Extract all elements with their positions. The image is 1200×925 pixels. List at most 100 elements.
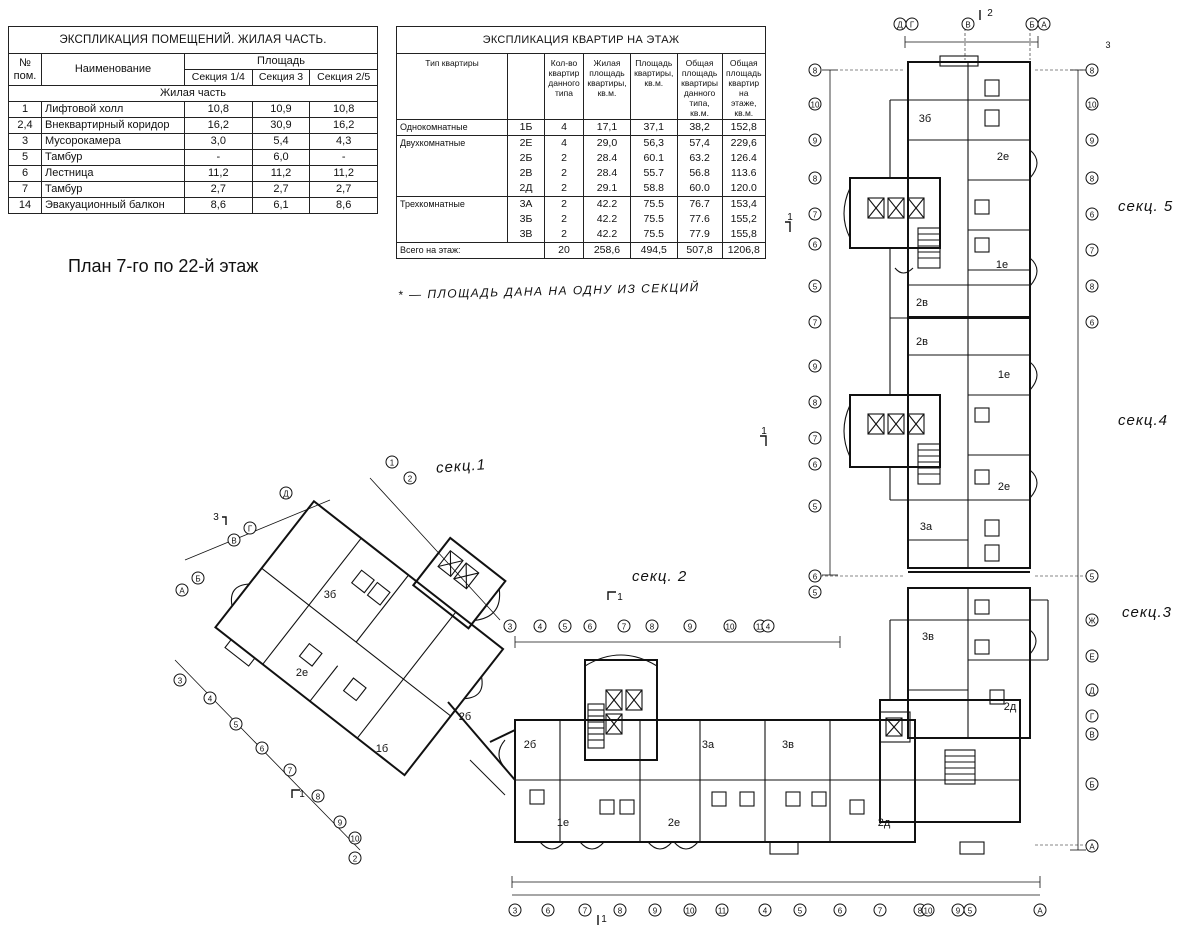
axis-label-top: А bbox=[1041, 21, 1047, 30]
axis-bubble bbox=[961, 17, 975, 31]
room-number: 14 bbox=[8, 197, 42, 214]
total-area: 494,5 bbox=[629, 242, 678, 259]
apartment-area: 75.5 bbox=[629, 196, 678, 212]
apartment-type-tag: 3б bbox=[919, 113, 931, 125]
axis-label-top: Д bbox=[897, 21, 903, 30]
axis-bubble bbox=[583, 619, 597, 633]
apartment-type-tag: 2д bbox=[1004, 701, 1017, 713]
axis-bubble bbox=[311, 789, 325, 803]
axis-label-bottom: 8 bbox=[918, 907, 923, 916]
axis-label-right: А bbox=[1089, 843, 1095, 852]
room-name: Лифтовой холл bbox=[41, 101, 185, 118]
axis-label-left: 9 bbox=[813, 363, 818, 372]
axis-label-left: 7 bbox=[813, 435, 818, 444]
axis-label-section-1: 1 bbox=[390, 459, 395, 468]
axis-bubble bbox=[541, 903, 555, 917]
axis-label-left: 5 bbox=[813, 283, 818, 292]
apartment-living-area: 29.1 bbox=[583, 181, 631, 197]
cut-mark-label: 1 bbox=[601, 914, 607, 925]
axis-bubble bbox=[808, 395, 822, 409]
axis-bubble bbox=[683, 903, 697, 917]
axis-bubble bbox=[1085, 243, 1099, 257]
axis-label-bottom: 6 bbox=[838, 907, 843, 916]
axis-label-section-2: 11 bbox=[756, 623, 765, 632]
total-count: 20 bbox=[543, 242, 585, 259]
apartment-living-area: 28.4 bbox=[583, 151, 631, 166]
axis-bubble bbox=[833, 903, 847, 917]
axis-label-right: 8 bbox=[1090, 283, 1095, 292]
axis-bubble bbox=[191, 571, 205, 585]
axis-label-right: 7 bbox=[1090, 247, 1095, 256]
axis-bubble bbox=[1085, 683, 1099, 697]
apartment-floor-total-area: 120.0 bbox=[721, 181, 767, 197]
section-2-plan bbox=[498, 654, 1021, 855]
col-area: Площадь bbox=[184, 53, 378, 70]
axis-label-bottom: 10 bbox=[924, 907, 933, 916]
axis-label-right: 8 bbox=[1090, 175, 1095, 184]
apartment-floor-total-area: 155,8 bbox=[721, 227, 767, 243]
axis-label-right: 5 bbox=[1090, 573, 1095, 582]
room-area-section-1-4: 8,6 bbox=[184, 197, 253, 214]
axis-bubble bbox=[1085, 777, 1099, 791]
cut-mark-label: 1 bbox=[761, 426, 767, 437]
axis-label-top: В bbox=[965, 21, 970, 30]
axis-bubble bbox=[808, 97, 822, 111]
col-living-area: Жилая площадь квартиры, кв.м. bbox=[583, 53, 631, 120]
room-area-section-2-5: 8,6 bbox=[309, 197, 378, 214]
axis-bubble bbox=[243, 521, 257, 535]
axis-label-top: Б bbox=[1029, 21, 1034, 30]
axis-label-section-1: 2 bbox=[408, 475, 413, 484]
axis-label-section-2: 4 bbox=[538, 623, 543, 632]
axis-label-left: 10 bbox=[811, 101, 820, 110]
axis-bubble bbox=[808, 569, 822, 583]
axis-bubble bbox=[348, 851, 362, 865]
axis-bubble bbox=[1085, 709, 1099, 723]
apartment-count: 2 bbox=[543, 166, 585, 181]
section-label-5: секц. 5 bbox=[1118, 198, 1174, 215]
axis-label-bottom: 7 bbox=[878, 907, 883, 916]
apartment-area: 58.8 bbox=[629, 181, 678, 197]
page-mark: 3 bbox=[1105, 40, 1110, 50]
apartment-area: 75.5 bbox=[629, 212, 678, 227]
axis-bubble bbox=[905, 17, 919, 31]
axis-bubble bbox=[808, 359, 822, 373]
axis-bubble bbox=[808, 431, 822, 445]
axis-label-section-2: 6 bbox=[588, 623, 593, 632]
section-label-2: секц. 2 bbox=[632, 568, 688, 585]
axis-bubble bbox=[761, 619, 775, 633]
axis-bubble bbox=[1085, 97, 1099, 111]
axis-label-bottom: 8 bbox=[618, 907, 623, 916]
apartment-type-tag: 3а bbox=[920, 521, 933, 533]
cut-mark-label: 2 bbox=[987, 8, 993, 19]
room-area-section-3: 30,9 bbox=[251, 117, 311, 134]
col-floor-total-area: Общая площадь квартир на этаже, кв.м. bbox=[721, 53, 767, 120]
apartment-type-tag: 3б bbox=[324, 589, 336, 601]
apartment-living-area: 42.2 bbox=[583, 227, 631, 243]
axis-label-bottom: 9 bbox=[956, 907, 961, 916]
apartment-code: 3Б bbox=[507, 212, 545, 227]
section-3-plan bbox=[889, 571, 1049, 739]
axis-bubble bbox=[808, 237, 822, 251]
axis-bubble bbox=[808, 279, 822, 293]
axis-label-right: 9 bbox=[1090, 137, 1095, 146]
axis-label-bottom: 11 bbox=[718, 907, 727, 916]
apartment-count: 4 bbox=[543, 119, 585, 136]
axis-bubble bbox=[873, 903, 887, 917]
apartment-floor-total-area: 153,4 bbox=[721, 196, 767, 212]
axis-label-right: Е bbox=[1089, 653, 1094, 662]
apartment-code: 2В bbox=[507, 166, 545, 181]
axis-bubble bbox=[648, 903, 662, 917]
room-name: Эвакуационный балкон bbox=[41, 197, 185, 214]
axis-bubble bbox=[533, 619, 547, 633]
section-cut-marks bbox=[222, 10, 981, 925]
axis-label-bottom: 5 bbox=[798, 907, 803, 916]
axis-bubble bbox=[808, 207, 822, 221]
apartment-count: 4 bbox=[543, 135, 585, 151]
section-4-plan bbox=[843, 317, 1038, 569]
axis-label-section-2: 7 bbox=[622, 623, 627, 632]
